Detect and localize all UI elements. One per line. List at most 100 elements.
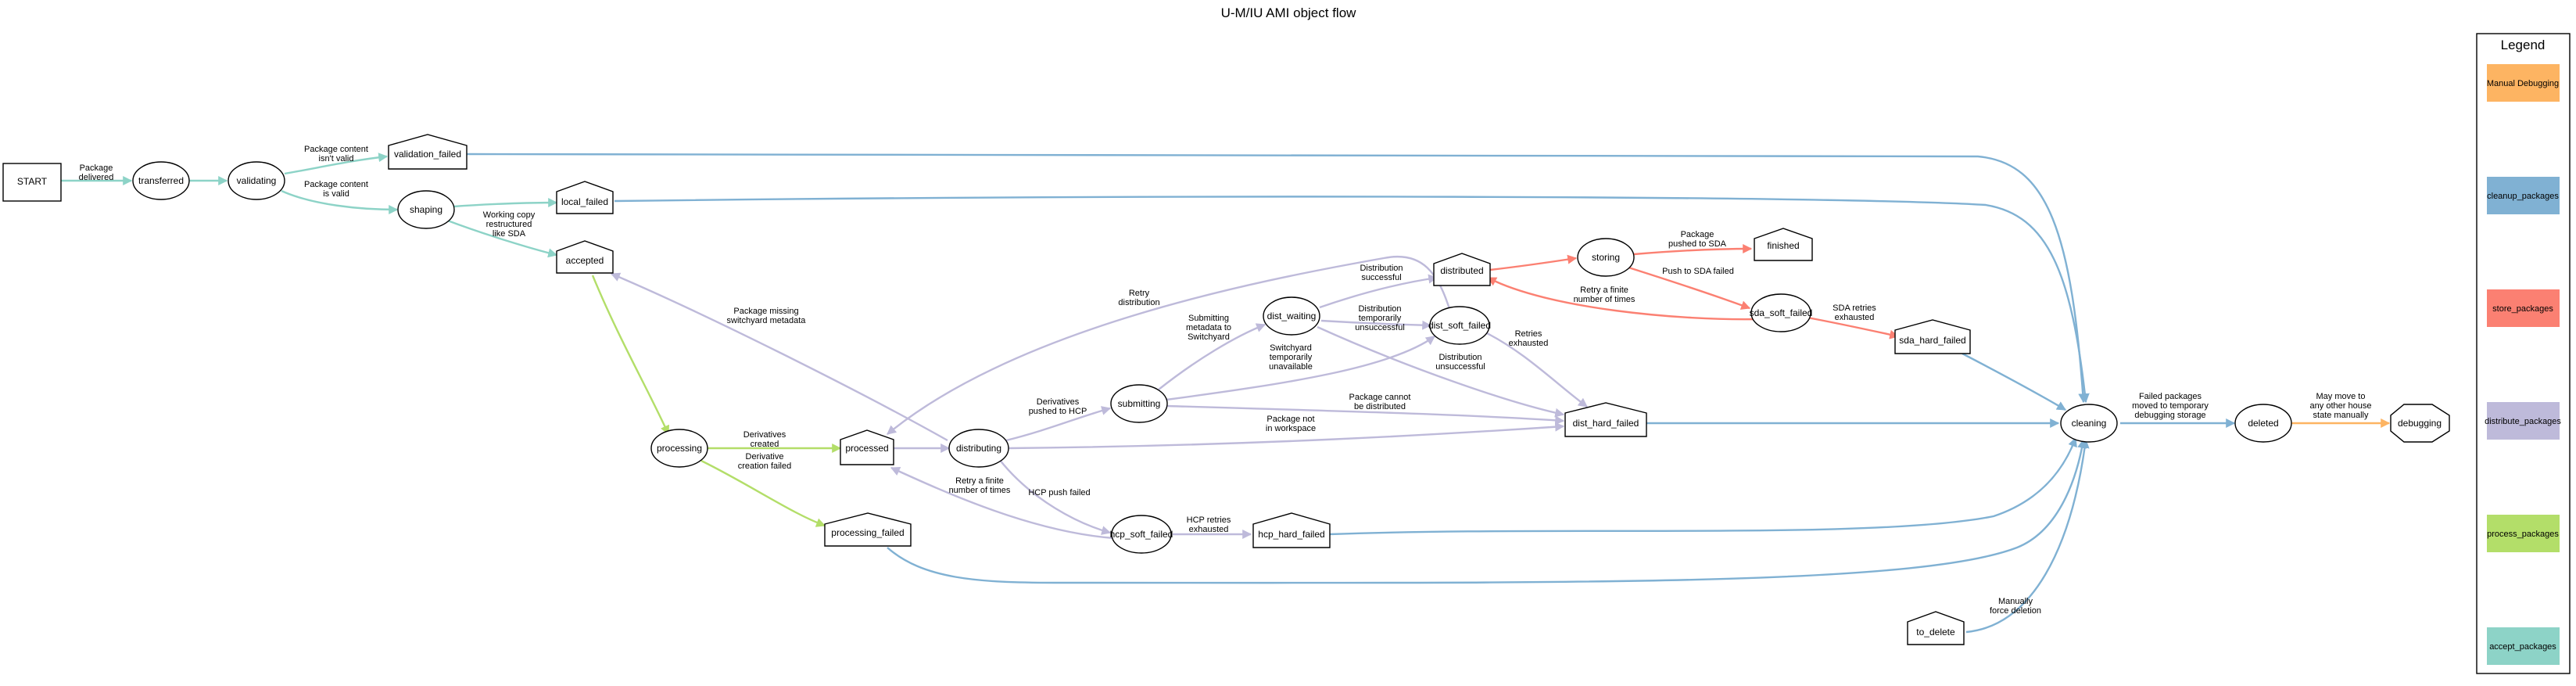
legend-item: store_packages [2487,289,2560,327]
node-sda-soft-failed: sda_soft_failed [1750,293,1813,332]
edge-processing-processing-failed [700,459,826,527]
node-hcp-soft-failed: hcp_soft_failed [1110,515,1173,554]
node-sda-hard-failed-label: sda_hard_failed [1899,335,1965,346]
node-dist-soft-failed: dist_soft_failed [1428,306,1491,345]
legend: Legend Manual Debugging cleanup_packagess… [2476,33,2571,674]
node-debugging: debugging [2390,404,2450,443]
legend-item: process_packages [2487,515,2560,552]
node-dist-hard-failed: dist_hard_failed [1564,402,1647,437]
node-shaping: shaping [397,190,455,229]
edge-distributing-hcp-soft [998,458,1112,535]
node-local-failed: local_failed [556,181,614,214]
edge-sda-soft-distributed [1486,276,1760,321]
node-finished-label: finished [1767,240,1799,251]
legend-item: cleanup_packages [2487,177,2560,214]
legend-label: store_packages [2492,304,2553,314]
edge-storing-finished [1633,244,1753,256]
edge-submitting-dist-hard [1166,404,1565,426]
node-processing-failed: processing_failed [824,512,912,547]
legend-label: cleanup_packages [2487,192,2559,201]
edge-dist-waiting-distributed [1319,274,1438,309]
legend-item: distribute_packages [2485,402,2561,440]
edge-dist-waiting-dist-hard [1317,325,1565,418]
edge-sda-hard-cleaning [1962,352,2067,411]
edge-submitting-dist-waiting [1158,323,1267,390]
nodes: START transferred validating shaping pro… [2,134,2450,645]
edge-accepted-processing [591,275,670,436]
node-start-label: START [17,176,48,187]
legend-swatch [2487,177,2560,214]
legend-frame [2476,33,2571,674]
node-dist-waiting-label: dist_waiting [1267,311,1317,321]
node-to-delete-label: to_delete [1916,627,1955,638]
node-transferred: transferred [132,161,190,200]
node-validating-label: validating [237,175,277,186]
edge-distributing-dist-hard [1008,422,1565,450]
node-processed: processed [840,429,894,465]
legend-swatch [2487,64,2560,102]
edge-distributed-storing [1489,254,1578,271]
node-shaping-label: shaping [410,204,442,215]
node-cleaning-label: cleaning [2072,418,2107,429]
node-sda-soft-failed-label: sda_soft_failed [1750,307,1813,318]
legend-swatch [2487,515,2560,552]
edge-storing-sda-soft [1625,265,1751,310]
node-to-delete: to_delete [1907,611,1965,645]
node-dist-hard-failed-label: dist_hard_failed [1573,418,1639,429]
node-hcp-soft-failed-label: hcp_soft_failed [1110,529,1173,540]
node-validating: validating [228,161,285,200]
legend-label: process_packages [2487,530,2559,539]
legend-item: Manual Debugging [2487,64,2560,102]
legend-title: Legend [2501,38,2546,52]
edge-distributing-submitting [1005,406,1112,442]
diagram-title: U-M/IU AMI object flow [1221,5,1357,20]
node-finished: finished [1754,228,1813,261]
label-distributing-hcp-soft: HCP push failed [1028,488,1090,497]
edge-processing-failed-cleaning [887,438,2087,584]
node-deleted: deleted [2234,404,2292,443]
node-deleted-label: deleted [2248,418,2278,429]
edge-to-delete-cleaning [1965,438,2090,634]
node-distributing-label: distributing [956,443,1001,454]
edge-local-failed-cleaning [614,196,2090,404]
edge-dist-waiting-dist-soft [1320,319,1432,330]
legend-swatch [2487,289,2560,327]
legend-label: Manual Debugging [2487,79,2559,88]
node-storing-label: storing [1592,252,1620,263]
node-hcp-hard-failed-label: hcp_hard_failed [1258,529,1324,540]
node-distributed-label: distributed [1440,265,1483,276]
node-hcp-hard-failed: hcp_hard_failed [1252,512,1331,548]
node-cleaning: cleaning [2060,404,2118,443]
node-processing-failed-label: processing_failed [831,527,904,538]
node-submitting-label: submitting [1118,398,1161,409]
legend-label: distribute_packages [2485,417,2561,426]
legend-swatch [2487,627,2560,665]
edge-hcp-hard-cleaning [1328,436,2077,536]
node-storing: storing [1577,238,1635,277]
node-submitting: submitting [1110,384,1168,423]
edge-submitting-dist-soft [1166,336,1435,401]
